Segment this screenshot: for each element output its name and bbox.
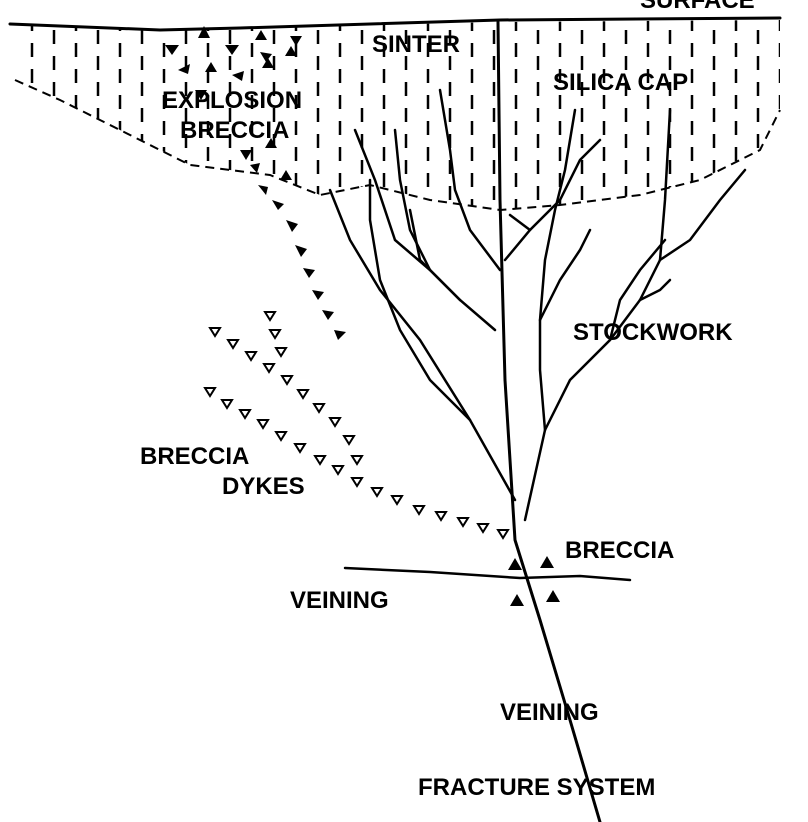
- label-explosion: EXPLOSION: [162, 87, 302, 114]
- stockwork-vein: [503, 138, 602, 262]
- stockwork-vein: [658, 168, 747, 262]
- explosion-breccia-triangles: [165, 26, 346, 340]
- label-breccia-dykes-2: DYKES: [222, 473, 305, 500]
- label-silica-cap: SILICA CAP: [553, 69, 688, 96]
- label-veining-left: VEINING: [290, 587, 389, 614]
- stockwork-vein: [608, 238, 667, 342]
- stockwork-vein: [538, 108, 577, 432]
- main-fracture: [496, 20, 602, 822]
- stockwork-vein: [368, 178, 472, 422]
- label-surface: SURFACE: [640, 0, 755, 14]
- label-breccia: BRECCIA: [565, 537, 674, 564]
- label-breccia-dykes-1: BRECCIA: [140, 443, 249, 470]
- stockwork-vein: [393, 128, 497, 332]
- veining-horizontal: [343, 566, 632, 582]
- stockwork-vein: [408, 208, 462, 302]
- stockwork-vein: [328, 188, 517, 502]
- label-sinter: SINTER: [372, 31, 460, 58]
- label-stockwork: STOCKWORK: [573, 319, 733, 346]
- stockwork-vein: [438, 88, 502, 272]
- label-veining-lower: VEINING: [500, 699, 599, 726]
- breccia-dyke-triangles: [203, 311, 510, 540]
- surface-line: [8, 16, 782, 32]
- breccia-junction-triangles: [508, 556, 560, 606]
- silica-cap-boundary: [14, 79, 781, 212]
- stockwork-vein: [508, 213, 532, 232]
- label-explosion-breccia: BRECCIA: [180, 117, 289, 144]
- stockwork-vein: [523, 108, 672, 522]
- stockwork-vein: [353, 128, 432, 272]
- stockwork-vein: [638, 278, 672, 302]
- stockwork-vein: [538, 228, 592, 322]
- label-fracture-system: FRACTURE SYSTEM: [418, 774, 655, 801]
